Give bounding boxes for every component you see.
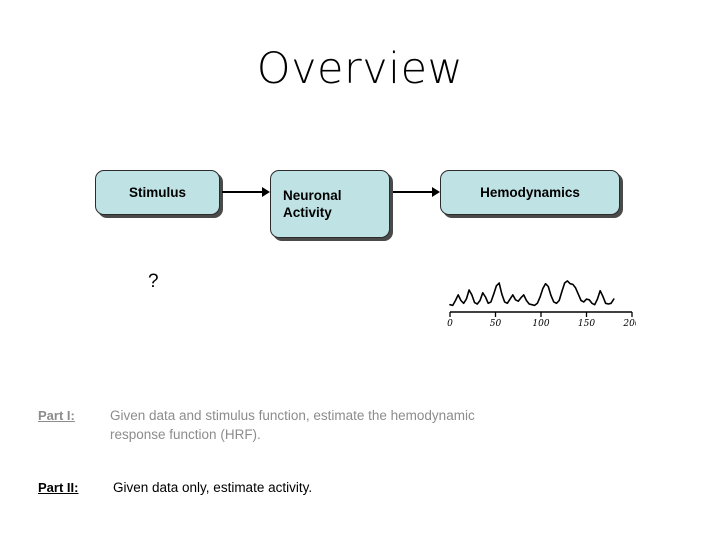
part-one-body: Given data and stimulus function, estima… [110,408,475,442]
waveform-line [449,280,615,307]
arrow-shaft [222,191,263,193]
hemodynamic-signal-plot: 0 50 100 150 200 [446,272,636,328]
unknown-marker: ? [148,271,159,292]
arrow-head [262,187,270,197]
part-two-body: Given data only, estimate activity. [113,480,313,495]
diagram-box-neuronal-activity[interactable]: Neuronal Activity [270,170,390,238]
page-title: Overview [256,44,464,94]
x-axis-tick-label: 0 [447,319,453,328]
x-axis-tick-label: 50 [490,319,502,328]
arrow-stimulus-to-neuronal-icon [222,187,270,197]
diagram-box-neuronal-activity-label: Neuronal Activity [283,188,342,220]
part-one-label: Part I: [38,408,75,423]
x-axis-tick-label: 200 [622,319,636,328]
part-two-block: Part II: Given data only, estimate activ… [38,478,598,497]
arrow-head [432,187,440,197]
diagram-box-hemodynamics-label: Hemodynamics [480,185,580,200]
x-axis-tick-label: 150 [578,319,595,328]
arrow-shaft [393,191,433,193]
arrow-neuronal-to-hemodynamics-icon [393,187,440,197]
diagram-box-stimulus[interactable]: Stimulus [95,170,220,215]
x-axis-tick-label: 100 [532,319,549,328]
part-two-label: Part II: [38,480,79,495]
diagram-box-hemodynamics[interactable]: Hemodynamics [440,170,620,215]
part-one-block: Part I: Given data and stimulus function… [38,406,598,444]
waveform-svg: 0 50 100 150 200 [447,280,636,328]
diagram-box-stimulus-label: Stimulus [128,185,186,200]
x-axis-tick-labels: 0 50 100 150 200 [447,319,636,328]
x-axis-ticks [449,312,633,317]
